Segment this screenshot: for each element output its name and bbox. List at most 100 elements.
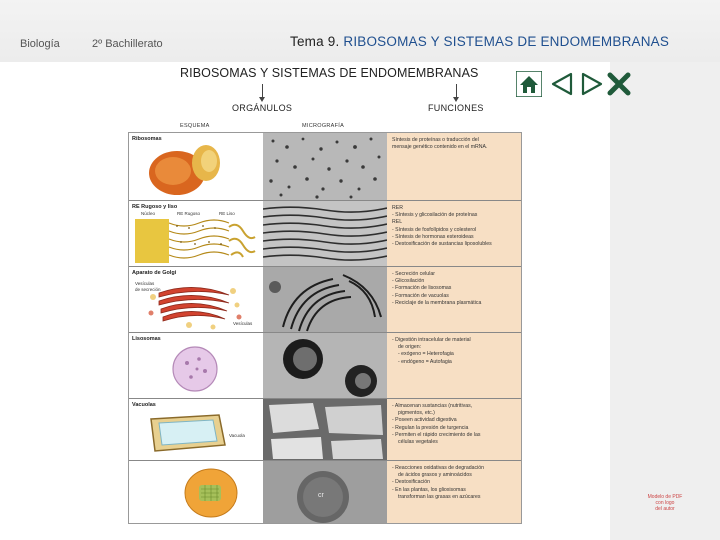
function-line: - Almacenan sustancias (nutritivas, <box>392 403 473 409</box>
functions-cell: RER - Síntesis y glicosilación de proteí… <box>387 201 521 266</box>
table-row: Ribosomas Síntesis de proteínas o tradu <box>129 133 521 201</box>
title-topic: RIBOSOMAS Y SISTEMAS DE ENDOMEMBRANAS <box>343 34 670 49</box>
micrograph-cell <box>263 399 387 460</box>
next-button[interactable] <box>579 71 605 97</box>
micrograph-peroxisome: cr <box>263 461 387 523</box>
page-title: Tema 9. RIBOSOMAS Y SISTEMAS DE ENDOMEMB… <box>290 34 669 49</box>
golgi-illustration <box>148 287 242 330</box>
functions-heading: FUNCIONES <box>428 103 484 113</box>
function-line: de ácidos grasos y aminoácidos <box>398 472 472 479</box>
function-line: transforman las grasas en azúcares <box>398 493 481 500</box>
next-icon <box>581 72 603 96</box>
home-icon <box>516 71 542 97</box>
functions-cell: - Reacciones oxidativas de degradación d… <box>387 461 521 523</box>
down-arrow <box>453 84 459 102</box>
vacuole-label: Vacuola <box>229 433 245 438</box>
function-line: Síntesis de proteínas o traducción del <box>392 137 479 143</box>
smooth-er-label: RE Liso <box>219 211 235 216</box>
nucleus-label: Núcleo <box>141 211 156 216</box>
rough-er-label: RE Rugoso <box>177 211 201 216</box>
function-line: - Destoxificación <box>392 479 431 486</box>
function-line: - Síntesis de hormonas esteroideas <box>392 233 474 240</box>
home-button[interactable] <box>516 71 542 97</box>
function-line: RER <box>392 205 403 211</box>
function-line: - Digestión intracelular de material <box>392 337 471 343</box>
micrograph-cell <box>263 133 387 200</box>
function-line: mensaje genético contenido en el mRNA. <box>392 144 488 151</box>
micrograph-golgi <box>263 267 387 332</box>
functions-cell: - Secreción celular - Glicosilación - Fo… <box>387 267 521 332</box>
function-line: - Glicosilación <box>392 278 425 285</box>
row-label: Lisosomas <box>132 336 161 342</box>
vesicles-label: Vesículas <box>135 281 155 286</box>
peroxisome-illustration <box>184 468 238 518</box>
function-line: - endógeno = Autofagia <box>398 358 452 365</box>
micrograph-er <box>263 201 387 266</box>
function-line: - Reacciones oxidativas de degradación <box>392 465 484 471</box>
close-icon <box>607 72 631 96</box>
function-line: - Reciclaje de la membrana plasmática <box>392 299 482 306</box>
schema-cell <box>129 461 263 523</box>
vesicles-label-2: Vesículas <box>233 321 253 326</box>
lysosome-illustration <box>172 346 218 392</box>
function-line: - Formación de lisosomas <box>392 285 452 292</box>
page-header: Biología 2º Bachillerato Tema 9. RIBOSOM… <box>0 0 720 62</box>
table-row: Lisosomas - Digestión intracelular de ma… <box>129 333 521 399</box>
function-line: - Síntesis y glicosilación de proteínas <box>392 212 478 219</box>
micrograph-vacuoles <box>263 399 387 460</box>
subject-label: Biología <box>20 38 60 50</box>
close-button[interactable] <box>606 71 632 97</box>
schema-cell: Vacuolas Vacuola <box>129 399 263 460</box>
table-row: cr - Reacciones oxidativas de degradació… <box>129 461 521 523</box>
row-label: Ribosomas <box>132 136 162 142</box>
function-line: células vegetales <box>398 439 438 446</box>
function-line: - Formación de vacuolas <box>392 292 449 299</box>
right-side-panel <box>610 62 720 540</box>
down-arrow <box>259 84 265 102</box>
course-label: 2º Bachillerato <box>92 38 163 50</box>
function-line: - Poseen actividad digestiva <box>392 417 457 424</box>
watermark-line: del autor <box>655 506 675 512</box>
organelles-table: Ribosomas Síntesis de proteínas o tradu <box>128 132 522 524</box>
micrograph-cell <box>263 267 387 332</box>
ribosome-illustration <box>149 145 220 195</box>
vacuole-illustration <box>150 414 226 452</box>
micrograph-lysosomes <box>263 333 387 398</box>
row-label: Vacuolas <box>132 402 156 408</box>
function-line: - Secreción celular <box>392 271 435 277</box>
schema-cell: RE Rugoso y liso Núcleo RE Rugoso RE Lis… <box>129 201 263 266</box>
micrograph-cell <box>263 201 387 266</box>
function-line: REL <box>392 219 403 226</box>
prev-icon <box>551 72 573 96</box>
watermark-logo: Modelo de PDF con logo del autor <box>630 494 700 512</box>
schema-cell: Lisosomas <box>129 333 263 398</box>
micrograph-column-header: MICROGRAFÍA <box>302 123 345 129</box>
micrograph-cell <box>263 333 387 398</box>
micrograph-cell: cr <box>263 461 387 523</box>
function-line: de origen: <box>398 344 422 351</box>
function-line: - Regulan la presión de turgencia <box>392 424 469 431</box>
prev-button[interactable] <box>549 71 575 97</box>
table-row: Vacuolas Vacuola - Almacenan sustancias … <box>129 399 521 461</box>
function-line: pigmentos, etc.) <box>398 410 435 417</box>
table-row: Aparato de Golgi Vesículas de secreción … <box>129 267 521 333</box>
function-line: - En las plantas, los glioxisomas <box>392 486 466 493</box>
table-row: RE Rugoso y liso Núcleo RE Rugoso RE Lis… <box>129 201 521 267</box>
watermark-line: Modelo de PDF <box>647 494 683 500</box>
schema-cell: Aparato de Golgi Vesículas de secreción … <box>129 267 263 332</box>
functions-cell: - Almacenan sustancias (nutritivas, pigm… <box>387 399 521 460</box>
micrograph-label: cr <box>318 492 325 499</box>
organelles-heading: ORGÁNULOS <box>232 103 293 113</box>
er-illustration <box>135 219 256 263</box>
schema-column-header: ESQUEMA <box>180 123 210 129</box>
row-label: RE Rugoso y liso <box>132 204 178 210</box>
function-line: - Permiten el rápido crecimiento de las <box>392 431 481 438</box>
figure-title: RIBOSOMAS Y SISTEMAS DE ENDOMEMBRANAS <box>180 66 479 80</box>
function-line: - Destoxificación de sustancias liposolu… <box>392 241 492 248</box>
function-line: - exógeno = Heterofagia <box>398 351 454 358</box>
function-line: - Síntesis de fosfolípidos y colesterol <box>392 226 477 233</box>
functions-cell: Síntesis de proteínas o traducción del m… <box>387 133 521 200</box>
row-label: Aparato de Golgi <box>132 270 177 276</box>
watermark-line: con logo <box>655 500 675 506</box>
schema-cell: Ribosomas <box>129 133 263 200</box>
